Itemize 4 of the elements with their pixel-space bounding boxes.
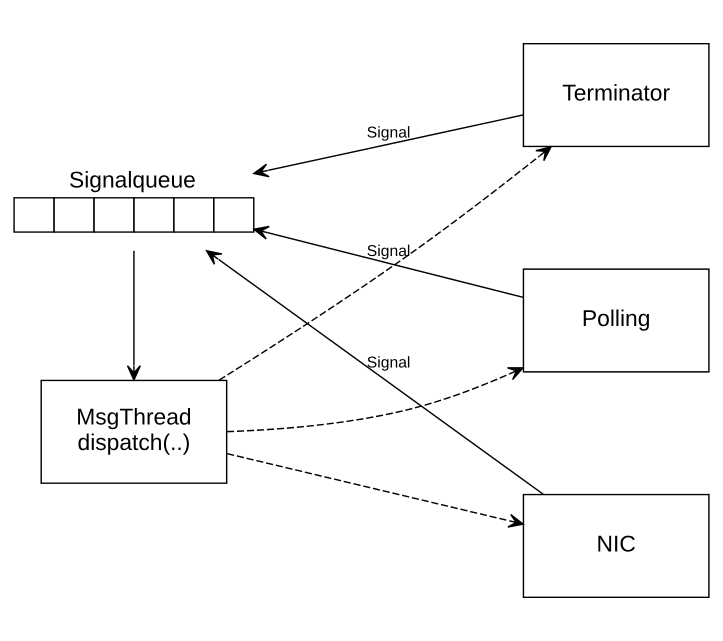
edge-label: Signal <box>366 354 410 372</box>
edge-label: Signal <box>366 124 410 142</box>
node-label: Signalqueue <box>69 166 196 193</box>
edge-label: Signal <box>366 243 410 260</box>
